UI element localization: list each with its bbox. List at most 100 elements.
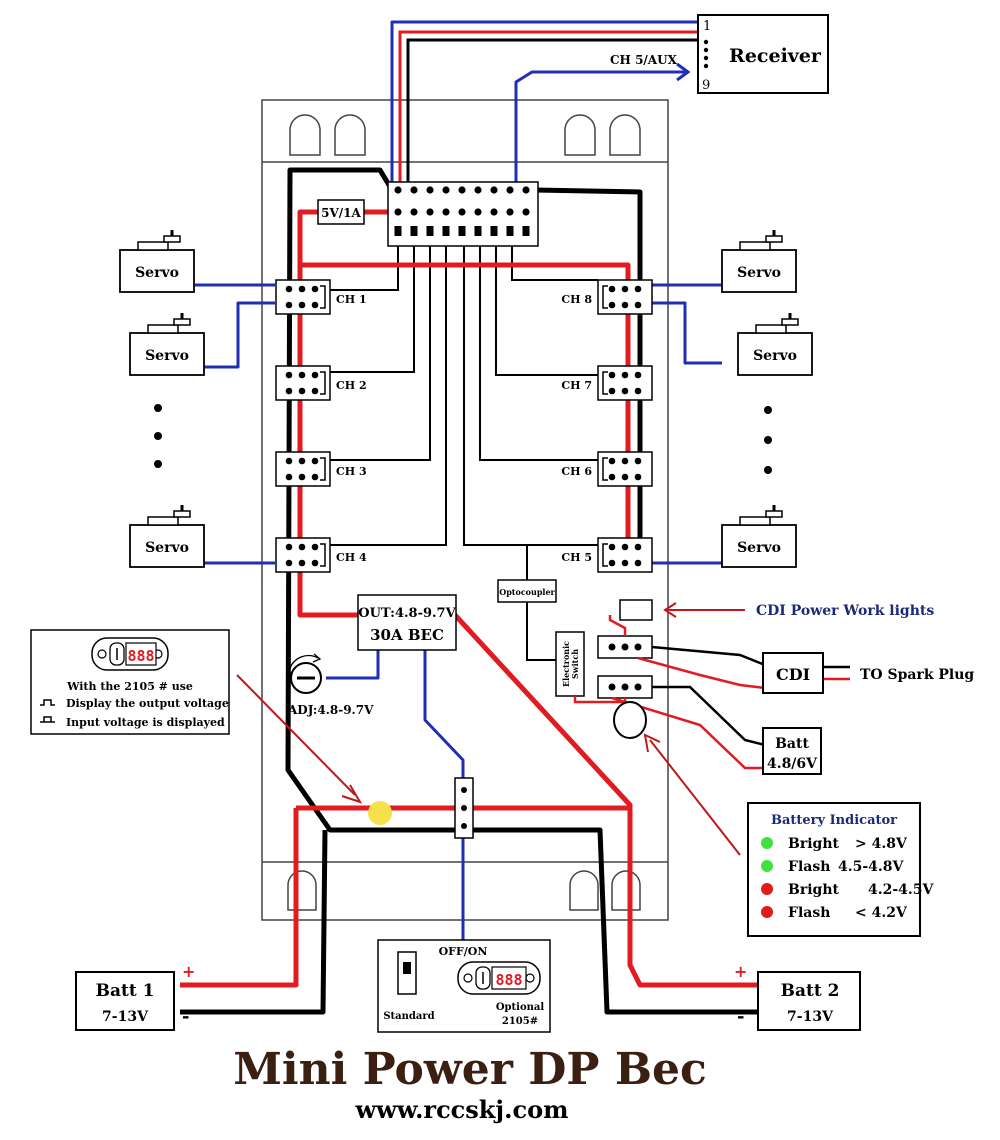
indicator-value: < 4.2V [855, 905, 908, 921]
pin-power [426, 208, 434, 216]
receiver-pin-last: 9 [702, 78, 710, 93]
channel-signal-wires-right [463, 232, 598, 546]
regulator: 5V/1A [317, 199, 365, 225]
pin-signal [506, 186, 514, 194]
batt1-name: Batt 1 [96, 981, 155, 1001]
optocoupler: Optocoupler [497, 579, 557, 603]
servo: Servo [721, 505, 797, 568]
bec-module: OUT:4.8-9.7V 30A BEC [357, 594, 457, 651]
power-wires [180, 209, 757, 988]
batt2-plus: + [734, 962, 747, 981]
indicator-row: Bright > 4.8V [761, 836, 908, 852]
button-down-icon [40, 716, 55, 723]
indicator-mode: Flash [788, 859, 830, 875]
pin-ground [474, 226, 482, 236]
servo-label: Servo [145, 348, 189, 364]
servo-label: Servo [737, 265, 781, 281]
battery-1: Batt 1 7-13V + - [75, 962, 195, 1031]
indicator-mode: Bright [788, 882, 839, 898]
led-dot-icon [761, 906, 773, 918]
servo-label: Servo [135, 265, 179, 281]
display-note-arrow-line [236, 674, 356, 796]
footer-title: Mini Power DP Bec [233, 1044, 707, 1095]
adjust-pot [289, 653, 322, 694]
servo-label: Servo [145, 540, 189, 556]
indicator-arrow-icon [643, 733, 661, 753]
pin-ground [426, 226, 434, 236]
servo-label: Servo [753, 348, 797, 364]
channel-connector [275, 279, 331, 315]
channel-label-left: CH 2 [336, 379, 367, 392]
footer-url: www.rccskj.com [355, 1095, 569, 1124]
pin-signal [410, 186, 418, 194]
pin-ground [458, 226, 466, 236]
electronic-switch-label-1: Electronic [561, 641, 571, 687]
pin-ground [394, 226, 402, 236]
servo: Servo [737, 313, 813, 376]
indicator-value: 4.2-4.5V [868, 882, 935, 898]
channel-signal-wires-left [330, 232, 447, 546]
pin-power [522, 208, 530, 216]
display-note: 888 With the 2105 # use Display the outp… [30, 629, 230, 735]
electronic-switch-label-2: Switch [570, 649, 580, 679]
pin-signal [394, 186, 402, 194]
indicator-mode: Bright [788, 836, 839, 852]
batt1-range: 7-13V [102, 1009, 149, 1025]
switch-header [454, 777, 474, 839]
ground-wires [180, 167, 757, 1015]
channel-label-right: CH 7 [561, 379, 592, 392]
pin-power [474, 208, 482, 216]
pin-ground [442, 226, 450, 236]
display-note-title: With the 2105 # use [66, 680, 193, 693]
button-up-icon [40, 699, 55, 706]
channel-connector [597, 279, 653, 315]
pin-ground [522, 226, 530, 236]
pin-signal [522, 186, 530, 194]
optocoupler-wire [526, 545, 556, 661]
pin-signal [458, 186, 466, 194]
optocoupler-label: Optocoupler [499, 587, 555, 597]
cdi-light-arrow-icon [663, 602, 677, 618]
bec-rating-label: 30A BEC [370, 626, 444, 644]
indicator-value: > 4.8V [855, 836, 908, 852]
more-servos-dots-left [154, 404, 162, 468]
adjust-label: ADJ:4.8-9.7V [287, 703, 374, 717]
ignition-batt-voltage: 4.8/6V [767, 756, 818, 772]
display-note-line1: Display the output voltage [66, 697, 229, 710]
more-servos-dots-right [764, 406, 772, 474]
case-slots-top [289, 114, 641, 156]
cdi-power-light [619, 599, 653, 621]
channel-label-left: CH 4 [336, 551, 367, 564]
pin-power [490, 208, 498, 216]
channel-label-right: CH 6 [561, 465, 592, 478]
servo: Servo [129, 313, 205, 376]
receiver-pin-first: 1 [703, 19, 711, 34]
electronic-switch: Electronic Switch [555, 631, 585, 697]
channel-connector [597, 365, 653, 401]
junction-dot [368, 801, 392, 825]
channel-label-left: CH 1 [336, 293, 367, 306]
batt2-name: Batt 2 [781, 981, 840, 1001]
batt2-range: 7-13V [787, 1009, 834, 1025]
pin-power [394, 208, 402, 216]
pin-signal [474, 186, 482, 194]
pin-signal [442, 186, 450, 194]
ignition-batt-label: Batt [775, 736, 809, 752]
pin-power [506, 208, 514, 216]
battery-indicator-title: Battery Indicator [771, 813, 897, 828]
led-dot-icon [761, 860, 773, 872]
cdi-unit: CDI [762, 652, 824, 694]
channel-label-right: CH 5 [561, 551, 592, 564]
pin-ground [506, 226, 514, 236]
led-dot-icon [761, 883, 773, 895]
servo: Servo [119, 230, 195, 293]
svg-text:888: 888 [127, 647, 154, 665]
cdi-lights-label: CDI Power Work lights [756, 603, 934, 619]
battery-indicator-led [613, 701, 647, 739]
bec-output-label: OUT:4.8-9.7V [358, 606, 456, 621]
indicator-mode: Flash [788, 905, 830, 921]
channel-label-left: CH 3 [336, 465, 367, 478]
